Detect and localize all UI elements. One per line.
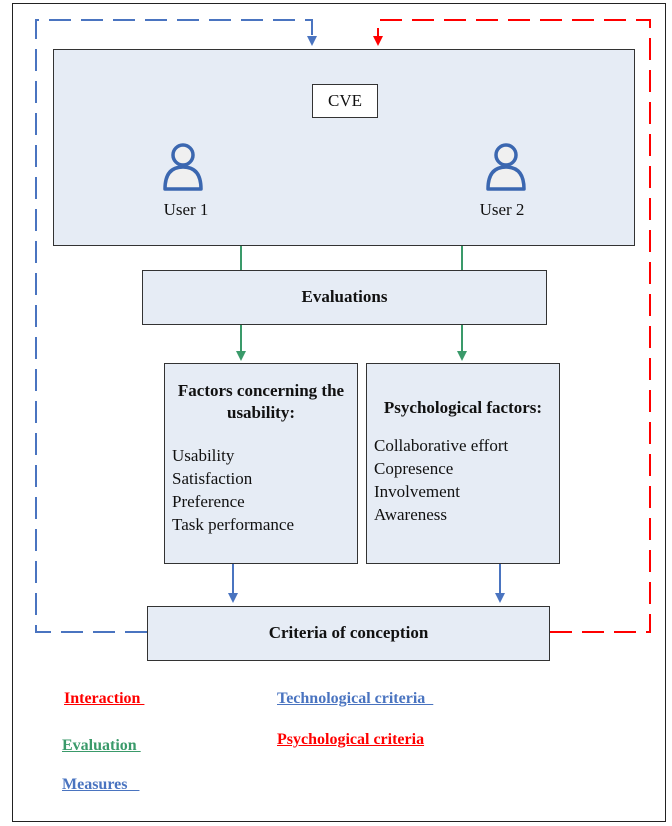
cve-label: CVE <box>328 91 362 110</box>
usability-factors-title: Factors concerning the usability: <box>177 381 345 422</box>
legend-technological-criteria: Technological criteria <box>277 690 434 707</box>
evaluations-label: Evaluations <box>301 287 388 306</box>
criteria-of-conception-label: Criteria of conception <box>268 623 429 642</box>
user1-icon <box>163 143 203 191</box>
user2-label: User 2 <box>479 200 525 219</box>
evaluations-box: Evaluations <box>142 270 547 325</box>
psychological-feedback-loop <box>373 19 651 633</box>
criteria-of-conception-box: Criteria of conception <box>147 606 550 661</box>
usability-factor-item: Task performance <box>172 515 294 534</box>
technological-feedback-loop <box>35 19 317 633</box>
psychological-factor-item: Awareness <box>374 505 448 524</box>
legend-measures: Measures <box>62 776 140 793</box>
psychological-factors-list: Collaborative effort Copresence Involvem… <box>367 434 559 526</box>
usability-factor-item: Preference <box>172 492 245 511</box>
diagram-frame <box>12 3 666 822</box>
legend-psychological-criteria: Psychological criteria <box>277 731 425 748</box>
legend-interaction: Interaction <box>64 690 145 707</box>
usability-factors-list: Usability Satisfaction Preference Task p… <box>165 444 357 536</box>
usability-factors-box: Factors concerning the usability: Usabil… <box>164 363 358 564</box>
usability-factor-item: Usability <box>172 446 235 465</box>
user1-label: User 1 <box>163 200 209 219</box>
cve-box: CVE <box>312 84 378 118</box>
legend-evaluation: Evaluation <box>62 737 141 754</box>
psychological-factor-item: Collaborative effort <box>374 436 509 455</box>
psychological-factors-title: Psychological factors: <box>383 398 543 417</box>
user2-icon <box>486 143 526 191</box>
psychological-factors-box: Psychological factors: Collaborative eff… <box>366 363 560 564</box>
psychological-factor-item: Copresence <box>374 459 454 478</box>
cve-environment-box <box>53 49 635 246</box>
usability-factor-item: Satisfaction <box>172 469 253 488</box>
psychological-factor-item: Involvement <box>374 482 460 501</box>
